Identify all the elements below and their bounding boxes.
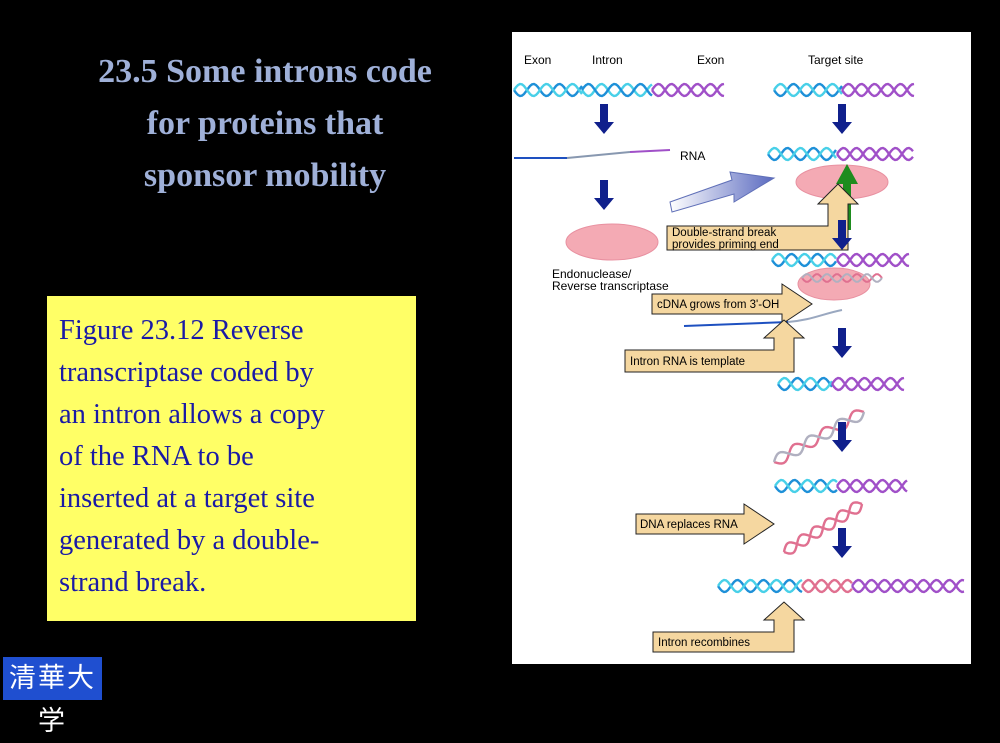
rna-label: RNA <box>680 149 705 163</box>
dna-strand <box>836 478 908 494</box>
dna-strand <box>774 478 838 494</box>
dna-strand <box>782 503 864 553</box>
callout-text: provides priming end <box>672 239 779 251</box>
dna-strand <box>513 82 583 98</box>
callout-text: Double-strand break <box>672 227 776 239</box>
caption-line: generated by a double- <box>59 525 320 556</box>
reverse-transcriptase-label: Reverse transcriptase <box>552 279 669 293</box>
title-line: for proteins that <box>146 105 384 142</box>
dna-strand <box>831 376 905 392</box>
process-arrows <box>594 104 852 558</box>
callout-double-strand-break: Double-strand break provides priming end <box>666 183 860 251</box>
callout-text: DNA replaces RNA <box>640 519 738 531</box>
intron-mobility-diagram: Exon Intron Exon Target site RNA 3' Endo… <box>512 32 971 664</box>
dna-strand <box>771 252 837 268</box>
exon-strand <box>629 149 671 153</box>
intron-rna-strand <box>566 151 631 159</box>
dna-strand <box>836 478 908 494</box>
caption-line: strand break. <box>59 567 207 598</box>
intron-template-strand <box>787 309 843 323</box>
slide-title: 23.5 Some introns code for proteins that… <box>40 46 490 202</box>
enzyme-at-target <box>797 267 871 301</box>
down-arrow <box>832 422 852 452</box>
caption-line: an intron allows a copy <box>59 399 325 430</box>
down-arrow <box>832 328 852 358</box>
dna-strand <box>801 578 853 594</box>
callout-dna-replaces-rna: DNA replaces RNA <box>635 503 775 545</box>
dna-strand <box>773 82 843 98</box>
down-arrow <box>832 528 852 558</box>
rna-transfer-arrow <box>669 171 776 213</box>
caption-line: inserted at a target site <box>59 483 315 514</box>
figure-caption: Figure 23.12 Reverse transcriptase coded… <box>47 296 416 621</box>
callout-cdna-grows: cDNA grows from 3'-OH <box>651 283 813 325</box>
dna-strand <box>717 578 803 594</box>
dna-strand <box>841 82 915 98</box>
endonuclease-enzyme <box>565 223 659 261</box>
exon-right-label: Exon <box>697 53 724 67</box>
dna-strand <box>801 578 853 594</box>
cdna-strand <box>683 321 789 327</box>
dna-strand <box>651 82 725 98</box>
dna-strand <box>581 82 653 98</box>
dna-strand <box>836 252 910 268</box>
dna-strand <box>513 82 583 98</box>
down-arrow <box>594 180 614 210</box>
callout-intron-recombines: Intron recombines <box>652 601 806 653</box>
dna-strand <box>851 578 965 594</box>
priming-arrow-head <box>836 164 858 184</box>
dna-strand <box>836 146 914 162</box>
title-line: 23.5 Some introns code <box>98 53 432 90</box>
dna-strand <box>717 578 803 594</box>
callout-text: Intron RNA is template <box>630 356 745 368</box>
down-arrow <box>594 104 614 134</box>
dna-strand <box>767 146 837 162</box>
caption-line: transcriptase coded by <box>59 357 314 388</box>
dna-strand <box>772 411 866 463</box>
dna-strand <box>581 82 653 98</box>
callout-text: Intron recombines <box>658 637 750 649</box>
dna-strand <box>831 376 905 392</box>
exon-left-label: Exon <box>524 53 551 67</box>
dna-strand <box>651 82 725 98</box>
intron-label: Intron <box>592 53 623 67</box>
dna-strand <box>851 578 965 594</box>
target-site-label: Target site <box>808 53 864 67</box>
dna-strand <box>777 376 833 392</box>
callout-text: cDNA grows from 3'-OH <box>657 299 779 311</box>
dna-strand <box>777 376 833 392</box>
down-arrow <box>832 220 852 250</box>
caption-line: Figure 23.12 Reverse <box>59 315 304 346</box>
title-line: sponsor mobility <box>143 157 387 194</box>
callout-intron-template: Intron RNA is template <box>624 319 806 373</box>
dna-strand <box>836 252 910 268</box>
university-logo: 清華大学 <box>3 657 102 737</box>
dna-strand <box>767 146 837 162</box>
caption-line: of the RNA to be <box>59 441 254 472</box>
dna-strand <box>841 82 915 98</box>
dna-strand <box>801 273 883 283</box>
down-arrow <box>832 104 852 134</box>
dna-strand <box>771 252 837 268</box>
dna-helices <box>513 82 965 594</box>
endonuclease-label: Endonuclease/ <box>552 267 632 281</box>
dna-strand <box>773 82 843 98</box>
